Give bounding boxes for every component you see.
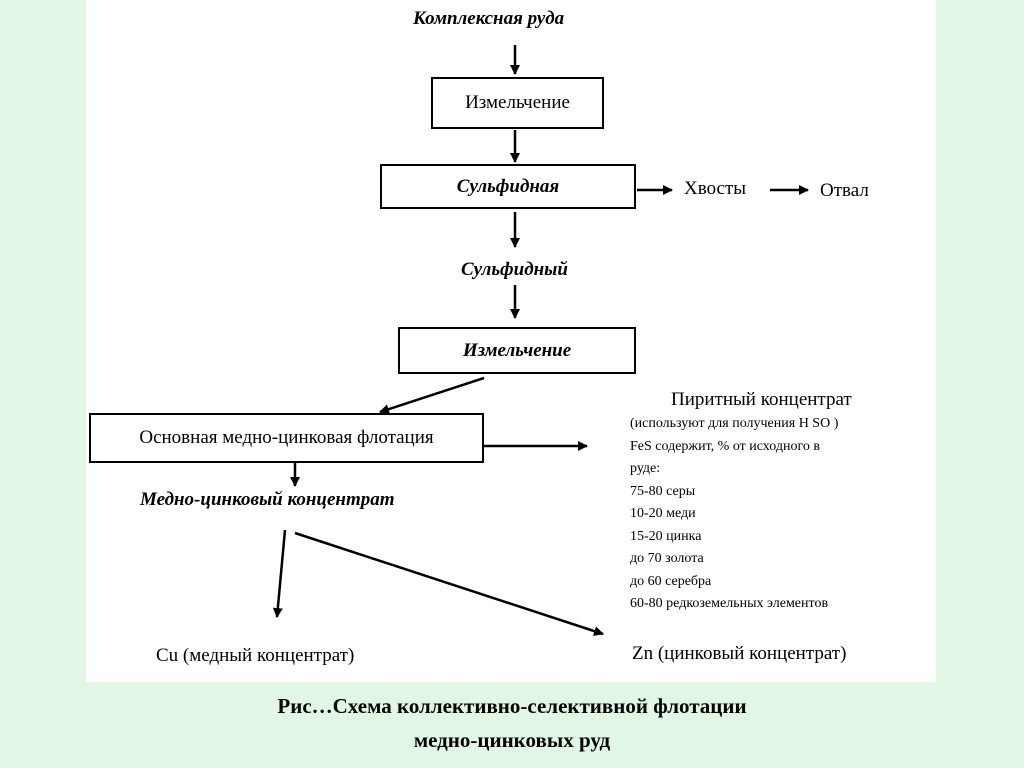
- grinding-label-1: Измельчение: [465, 92, 570, 113]
- grinding-box-2: Измельчение: [398, 327, 636, 374]
- figure-caption-line1: Рис…Схема коллективно-селективной флотац…: [277, 694, 747, 718]
- pyrite-line: до 70 золота: [630, 551, 704, 566]
- main-flotation-label: Основная медно-цинковая флотация: [139, 427, 434, 448]
- pyrite-line: до 60 серебра: [630, 573, 712, 589]
- cu-concentrate-label: Cu (медный концентрат): [156, 645, 355, 666]
- zn-concentrate-label: Zn (цинковый концентрат): [632, 643, 847, 664]
- dump-label: Отвал: [820, 180, 869, 201]
- pyrite-line: руде:: [630, 461, 661, 476]
- arrow-to-cu: [272, 529, 287, 618]
- pyrite-line: 60-80 редкоземельных элементов: [630, 596, 829, 611]
- ore-label: Комплексная руда: [413, 8, 565, 29]
- pyrite-line: FeS содержит, % от исходного в: [630, 438, 820, 454]
- pyrite-title: Пиритный концентрат: [671, 389, 852, 410]
- grinding-label-2: Измельчение: [462, 339, 572, 361]
- sulfide-flotation-label: Сульфидная: [456, 175, 560, 197]
- grinding-box-1: Измельчение: [431, 77, 604, 129]
- pyrite-line: 15-20 цинка: [630, 528, 702, 544]
- tailings-label: Хвосты: [684, 178, 747, 199]
- cu-zn-concentrate-label: Медно-цинковый концентрат: [140, 489, 395, 510]
- sulfide-flotation-box: Сульфидная: [380, 164, 636, 209]
- pyrite-line: 75-80 серы: [630, 483, 696, 499]
- arrow-to-zn: [294, 531, 604, 636]
- sulfide-concentrate-label: Сульфидный: [461, 259, 568, 280]
- pyrite-line: 10-20 меди: [630, 506, 696, 521]
- pyrite-details: (используют для получения H SO ) FeS сод…: [630, 413, 838, 616]
- pyrite-line: (используют для получения H SO ): [630, 416, 839, 431]
- figure-caption-line2: медно-цинковых руд: [413, 728, 611, 752]
- arrow-grinding2-to-main: [379, 376, 485, 414]
- main-flotation-box: Основная медно-цинковая флотация: [89, 413, 484, 463]
